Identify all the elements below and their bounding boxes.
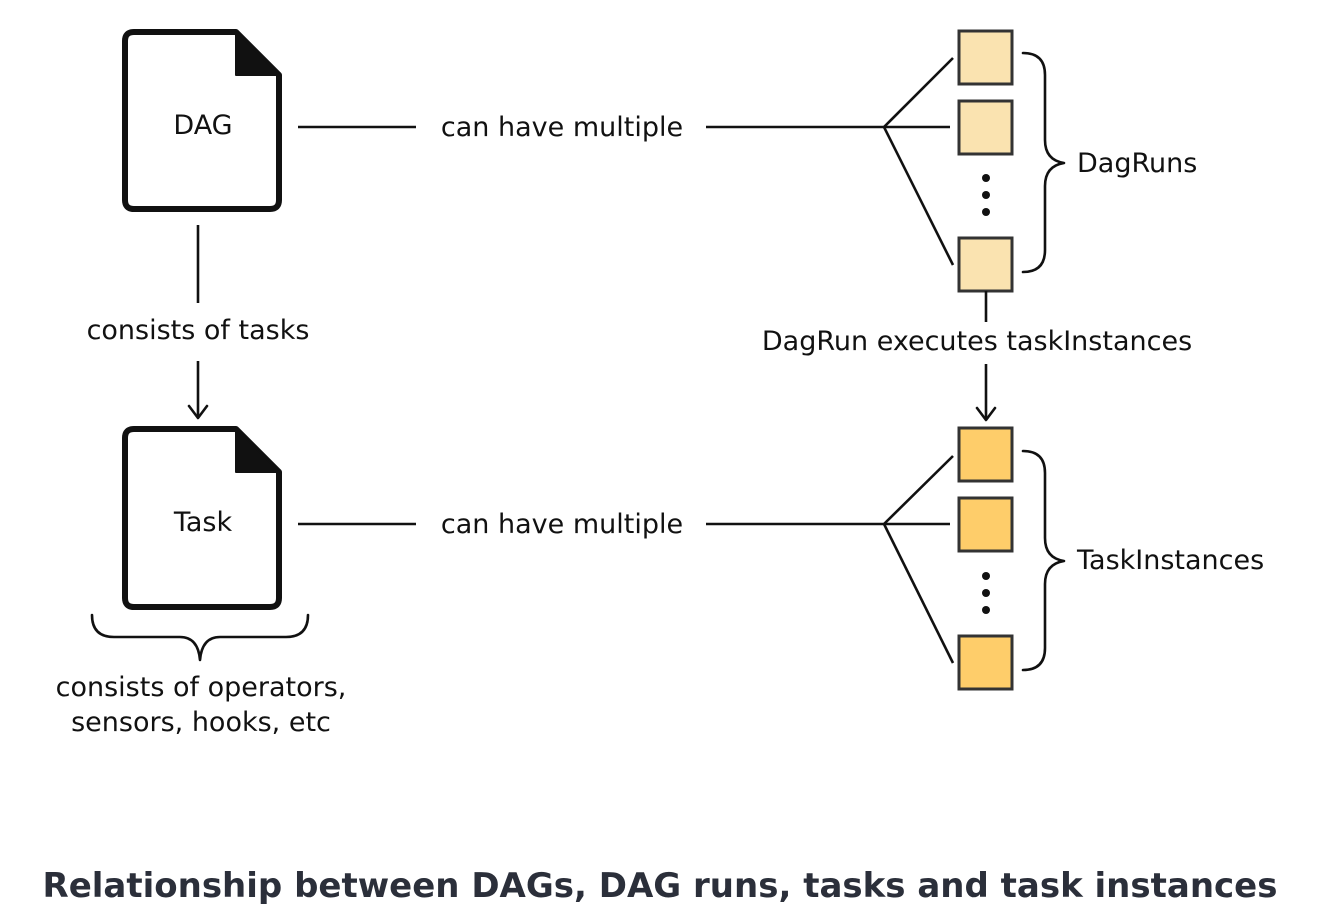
taskinstance-box xyxy=(957,426,1014,483)
dagrun-to-instances-label: DagRun executes taskInstances xyxy=(762,326,1192,357)
task-label: Task xyxy=(173,507,233,538)
taskinstance-box xyxy=(957,496,1014,553)
taskinstances-label: TaskInstances xyxy=(1076,545,1264,576)
task-relation-label: can have multiple xyxy=(441,509,683,540)
dagrun-fanout-lines xyxy=(882,57,955,266)
taskinstance-fanout-lines xyxy=(882,455,955,664)
taskinstance-ellipsis xyxy=(982,572,990,614)
dag-label: DAG xyxy=(173,110,232,141)
dagrun-box xyxy=(957,29,1014,86)
dag-to-task-label: consists of tasks xyxy=(87,315,310,346)
taskinstance-box xyxy=(957,634,1014,691)
taskinstances-brace xyxy=(1021,449,1066,672)
dagruns-label: DagRuns xyxy=(1077,148,1197,179)
task-document-icon: Task xyxy=(122,426,282,610)
task-components-label-line2: sensors, hooks, etc xyxy=(71,707,331,738)
task-components-brace xyxy=(90,613,310,662)
dag-document-icon: DAG xyxy=(122,29,282,212)
task-components-label-line1: consists of operators, xyxy=(56,672,347,703)
dagruns-brace xyxy=(1021,51,1066,274)
dagrun-ellipsis xyxy=(982,174,990,216)
dagrun-box xyxy=(957,236,1014,293)
dagrun-to-instances-arrowhead xyxy=(975,406,997,422)
dagrun-box xyxy=(957,99,1014,156)
dag-relation-label: can have multiple xyxy=(441,112,683,143)
figure-caption: Relationship between DAGs, DAG runs, tas… xyxy=(43,866,1278,906)
dag-to-task-arrowhead xyxy=(187,404,209,420)
